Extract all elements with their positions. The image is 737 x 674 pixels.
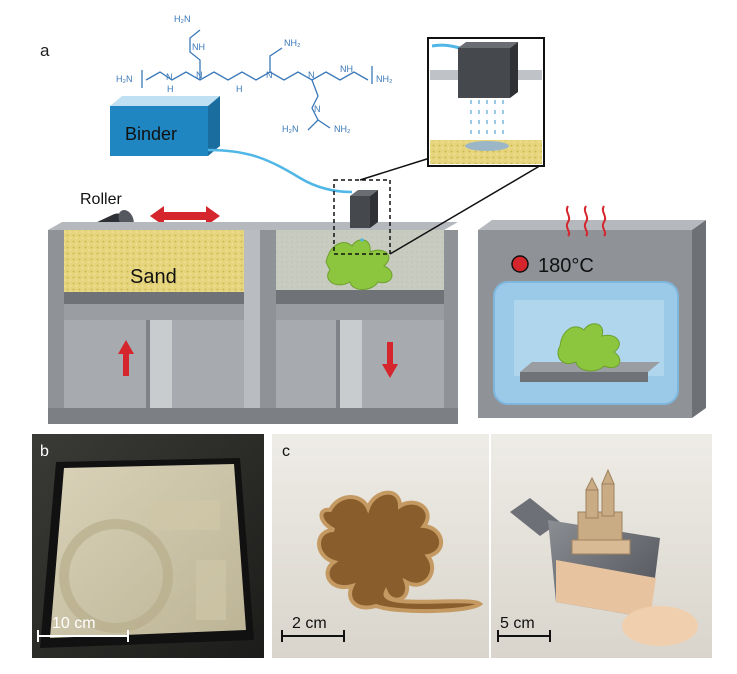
platform-up-arrow [118,340,134,376]
molecule-h2n-top: H₂N [174,14,191,24]
scale-bar-c-scoop [497,630,551,642]
molecule-h-2: H [236,84,243,94]
molecule-h2n-left: H₂N [116,74,133,84]
inset-magnified [427,37,545,167]
zoom-line-bottom [389,163,544,255]
oven-indicator-light [511,255,529,273]
print-head [350,190,378,242]
molecule-nh2-top: NH₂ [284,38,301,48]
cured-leaf [557,323,621,372]
sand-leaf-object [317,490,484,614]
molecule-nh2-bottom: NH₂ [334,124,351,134]
sand-bed [64,230,244,292]
binder-tube [207,148,353,194]
molecule-n-4: N [308,70,315,80]
sand-label: Sand [130,266,177,288]
molecule-n-5: N [314,104,321,114]
binder-label: Binder [125,124,177,144]
molecule-n-1: N [166,72,173,82]
sand-pile [622,606,698,646]
molecule-labels: H₂N NH H₂N N H N H N NH₂ N NH NH₂ N H₂N … [116,14,393,134]
binder-reservoir: Binder [110,96,220,156]
scale-bar-c-leaf-label: 2 cm [292,615,327,632]
roller-direction-arrow [150,206,220,226]
heat-waves-icon [565,205,607,237]
molecule-n-3: N [266,70,273,80]
oven-temperature: 180°C [538,255,594,277]
panel-label-b: b [40,443,49,460]
scale-bar-b [37,630,129,642]
molecule-nh-right: NH [340,64,353,74]
molecule-nh2-right: NH₂ [376,74,393,84]
scoop-handle [510,498,560,536]
panel-label-c: c [282,443,290,460]
printed-leaf [325,239,393,290]
scale-bar-c-scoop-label: 5 cm [500,615,535,632]
molecule-n-2: N [196,70,203,80]
sand-castle [571,468,631,555]
zoom-line-top [359,157,431,181]
molecule-h-1: H [167,84,174,94]
roller-label: Roller [80,191,122,208]
scale-bar-c-leaf [281,630,345,642]
scale-bar-b-label: 10 cm [52,615,96,632]
platform-down-arrow [382,342,398,378]
panel-label-a: a [40,41,50,60]
photo-print-bed: b 10 cm [32,434,264,658]
photo-sand-objects: c 2 cm 5 cm [272,434,712,658]
molecule-nh-top: NH [192,42,205,52]
molecule-structure [141,29,373,131]
molecule-h2n-bottom: H₂N [282,124,299,134]
printer-bed: Sand [48,222,458,424]
curing-oven: 180°C [478,205,706,418]
